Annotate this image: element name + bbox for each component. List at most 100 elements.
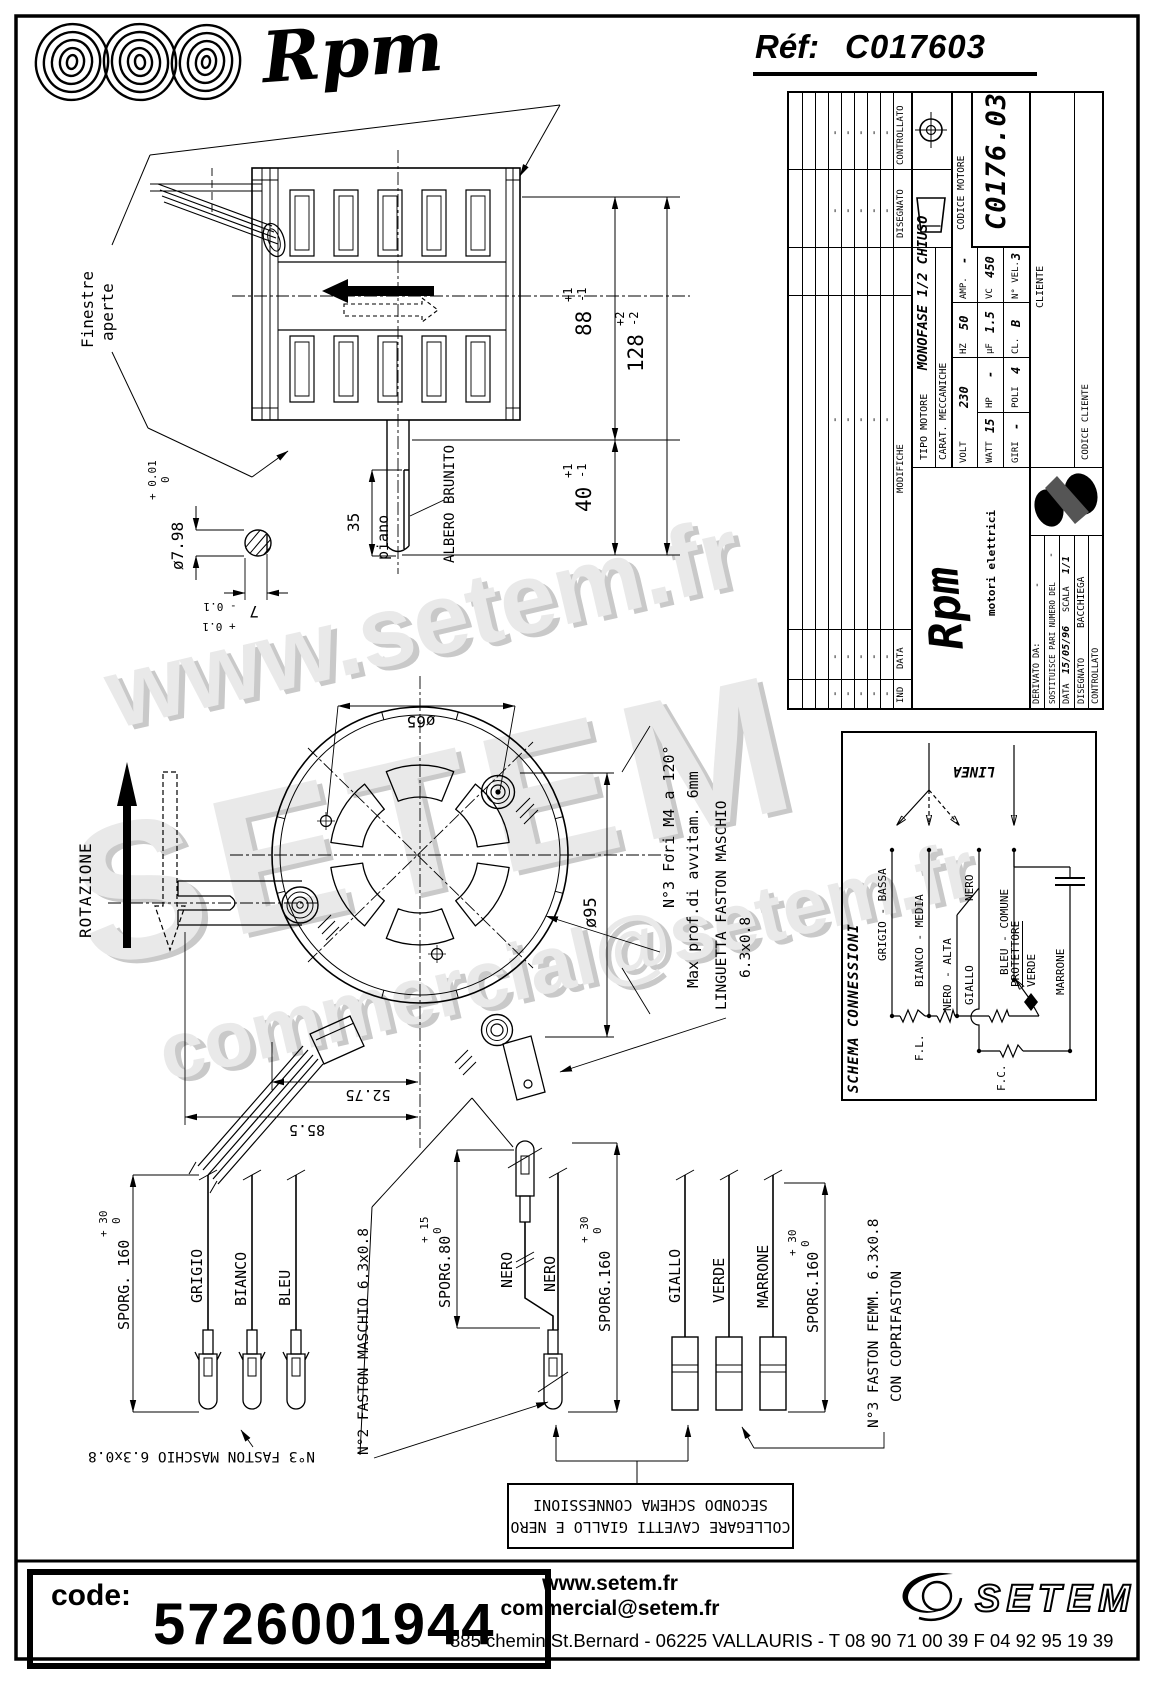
rev-dash: -	[854, 207, 867, 214]
title-block: - - - - - - - - - - - - - - - - - - - - …	[787, 91, 1104, 710]
tb-rpm-sub: motori elettrici	[985, 510, 998, 616]
scala-label: SCALA	[1062, 586, 1072, 612]
ref-underline	[753, 72, 1037, 76]
rev-dash: -	[828, 416, 841, 423]
sostituisce-label: SOSTITUISCE PARI NUMERO DEL	[1048, 582, 1057, 704]
schema-wire-bianco: BIANCO - MEDIA	[913, 894, 926, 987]
cliente-label: CLIENTE	[1035, 265, 1046, 308]
poli-value: 4	[1009, 366, 1023, 374]
disegnato-label: DISEGNATO	[1077, 657, 1087, 704]
rev-dash: -	[841, 416, 854, 423]
ref-label: Réf:	[755, 28, 820, 65]
rev-dash: -	[867, 207, 880, 214]
code-value: 5726001944	[153, 1592, 496, 1657]
footer-website[interactable]: www.setem.fr	[542, 1572, 678, 1595]
connection-schema: SCHEMA CONNESSIONI LINEA GRIGIO - BASSA …	[841, 731, 1097, 1101]
hz-value: 50	[957, 315, 971, 330]
schema-wire-nero-alta: NERO - ALTA	[941, 938, 954, 1011]
disegnato-value: BACCHIEGA	[1076, 576, 1087, 628]
carat-label: CARAT. MECCANICHE	[938, 362, 949, 460]
frame	[14, 14, 1140, 1661]
tb-rpm-script: Rpm	[914, 565, 974, 652]
codice-motore-label: CODICE MOTORE	[956, 155, 967, 230]
volt-label: VOLT	[959, 441, 969, 463]
col-controllato: CONTROLLATO	[896, 105, 906, 165]
rev-dash: -	[841, 129, 854, 136]
rev-dash: -	[841, 207, 854, 214]
col-ind: IND	[896, 686, 906, 703]
scala-value: 1/1	[1061, 555, 1072, 574]
cable-groups-linework	[129, 1097, 885, 1483]
rev-dash: -	[841, 690, 854, 697]
code-label: code:	[51, 1579, 132, 1612]
rev-dash: -	[880, 416, 893, 423]
projection-circle-icon	[915, 112, 947, 148]
rev-dash: -	[828, 653, 841, 660]
rev-dash: -	[854, 129, 867, 136]
tipo-motore-value: MONOFASE 1/2 CHIUSO	[915, 215, 931, 370]
codice-cliente-label: CODICE CLIENTE	[1081, 384, 1091, 460]
col-modifiche: MODIFICHE	[896, 444, 906, 493]
schema-title: SCHEMA CONNESSIONI	[846, 923, 862, 1093]
col-disegnato: DISEGNATO	[896, 189, 906, 238]
volt-value: 230	[957, 386, 971, 408]
schema-verde: VERDE	[1025, 953, 1038, 987]
footer-email[interactable]: commercial@setem.fr	[500, 1597, 720, 1620]
schema-wire-nero: NERO	[963, 874, 976, 902]
vc-value: 450	[983, 256, 997, 278]
data-label: DATA	[1062, 683, 1072, 704]
cl-label: CL.	[1011, 337, 1021, 354]
setem-logo-text: SETEM	[974, 1577, 1136, 1621]
giri-label: GIRI	[1011, 441, 1021, 463]
col-data: DATA	[896, 647, 906, 669]
schema-marrone: MARRONE	[1054, 948, 1067, 995]
rev-dash: -	[880, 690, 893, 697]
footer-address: 885 chemin St.Bernard - 06225 VALLAURIS …	[450, 1630, 1114, 1651]
rpm-coils-icon	[34, 22, 242, 102]
watt-label: WATT	[985, 441, 995, 463]
front-view-linework	[108, 676, 727, 1194]
vc-label: VC	[985, 288, 995, 299]
rev-dash: -	[828, 207, 841, 214]
note-line-1: COLLEGARE CAVETTI GIALLO E NERO	[510, 1518, 791, 1536]
amp-label: AMP.	[959, 277, 969, 299]
rev-dash: -	[867, 129, 880, 136]
rev-dash: -	[854, 416, 867, 423]
rev-dash: -	[867, 690, 880, 697]
tipo-motore-label: TIPO MOTORE	[919, 393, 930, 460]
rev-dash: -	[867, 653, 880, 660]
schema-linework	[889, 743, 1085, 1059]
setem-swoosh-icon	[902, 1572, 963, 1621]
cl-value: B	[1009, 319, 1023, 327]
side-view-linework	[111, 104, 690, 600]
ref-value: C017603	[845, 28, 986, 65]
derivato-label: DERIVATO DA:	[1032, 642, 1042, 704]
data-value: 15/05/96	[1061, 625, 1072, 674]
schema-fl: F.L.	[913, 1034, 926, 1062]
amp-value: -	[957, 256, 971, 264]
rev-dash: -	[828, 690, 841, 697]
schema-wire-grigio: GRIGIO - BASSA	[876, 868, 889, 961]
derivato-value: -	[1032, 581, 1043, 588]
hz-label: HZ	[959, 343, 969, 354]
nvel-value: 3	[1009, 252, 1023, 260]
nvel-label: N° VEL.	[1011, 261, 1021, 299]
projection-cone-icon	[916, 197, 946, 233]
poli-label: POLI	[1011, 386, 1021, 408]
schema-protettore: PROTETTORE	[1009, 920, 1023, 987]
uf-label: µF	[985, 343, 995, 354]
rev-dash: -	[880, 653, 893, 660]
controllato-label: CONTROLLATO	[1091, 647, 1101, 704]
uf-value: 1.5	[983, 311, 997, 333]
sostituisce-value: -	[1046, 551, 1057, 558]
schema-fc: F.C.	[995, 1064, 1008, 1092]
rev-dash: -	[880, 207, 893, 214]
code-box: code: 5726001944	[27, 1569, 551, 1669]
hp-value: -	[983, 370, 997, 378]
note-line-2: SECONDO SCHEMA CONNESSIONI	[533, 1496, 768, 1514]
schema-linea-label: LINEA	[952, 763, 995, 779]
rev-dash: -	[867, 416, 880, 423]
schema-wire-giallo: GIALLO	[963, 965, 976, 1005]
